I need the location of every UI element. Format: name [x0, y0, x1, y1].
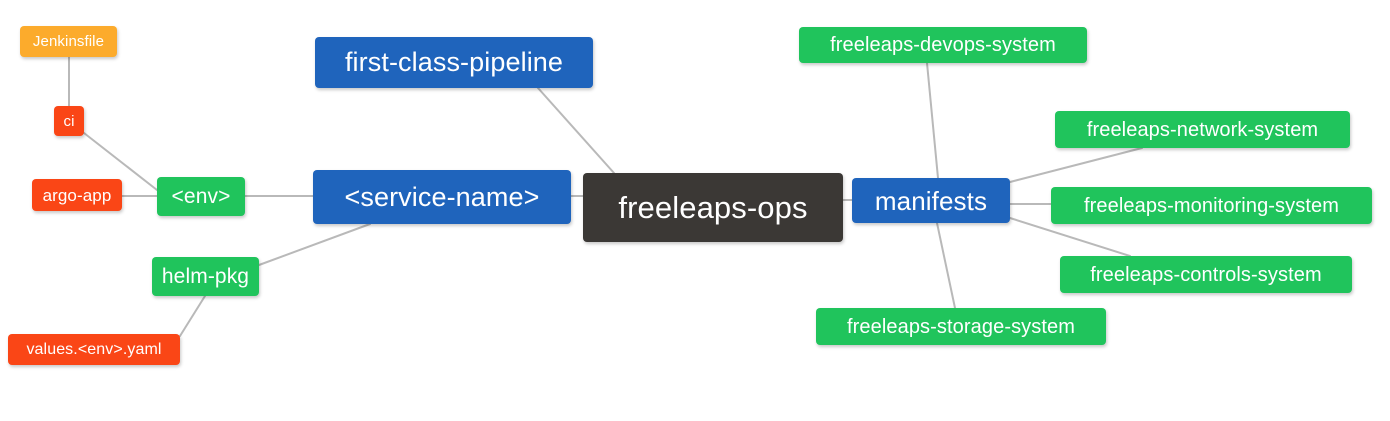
edge-values_yaml-to-helm_pkg	[179, 295, 206, 337]
mindmap-node-ci[interactable]: ci	[54, 106, 84, 136]
edge-first_class-to-root	[537, 87, 615, 174]
mindmap-node-helm-pkg[interactable]: helm-pkg	[152, 257, 259, 296]
edge-manifests-to-storage_system	[936, 222, 956, 309]
edge-manifests-to-network_system	[1009, 147, 1143, 183]
mindmap-node-root[interactable]: freeleaps-ops	[583, 173, 843, 242]
edge-helm_pkg-to-service_name	[258, 223, 371, 266]
mindmap-node-env[interactable]: <env>	[157, 177, 245, 216]
mindmap-node-devops-system[interactable]: freeleaps-devops-system	[799, 27, 1087, 63]
mindmap-node-values-yaml[interactable]: values.<env>.yaml	[8, 334, 180, 365]
mindmap-node-storage-system[interactable]: freeleaps-storage-system	[816, 308, 1106, 345]
mindmap-node-jenkinsfile[interactable]: Jenkinsfile	[20, 26, 117, 57]
mindmap-node-manifests[interactable]: manifests	[852, 178, 1010, 223]
mindmap-node-first-class[interactable]: first-class-pipeline	[315, 37, 593, 88]
mindmap-node-monitoring-system[interactable]: freeleaps-monitoring-system	[1051, 187, 1372, 224]
mindmap-node-network-system[interactable]: freeleaps-network-system	[1055, 111, 1350, 148]
mindmap-node-service-name[interactable]: <service-name>	[313, 170, 571, 224]
edge-manifests-to-devops_system	[926, 62, 939, 179]
mindmap-node-argo-app[interactable]: argo-app	[32, 179, 122, 211]
mindmap-node-controls-system[interactable]: freeleaps-controls-system	[1060, 256, 1352, 293]
